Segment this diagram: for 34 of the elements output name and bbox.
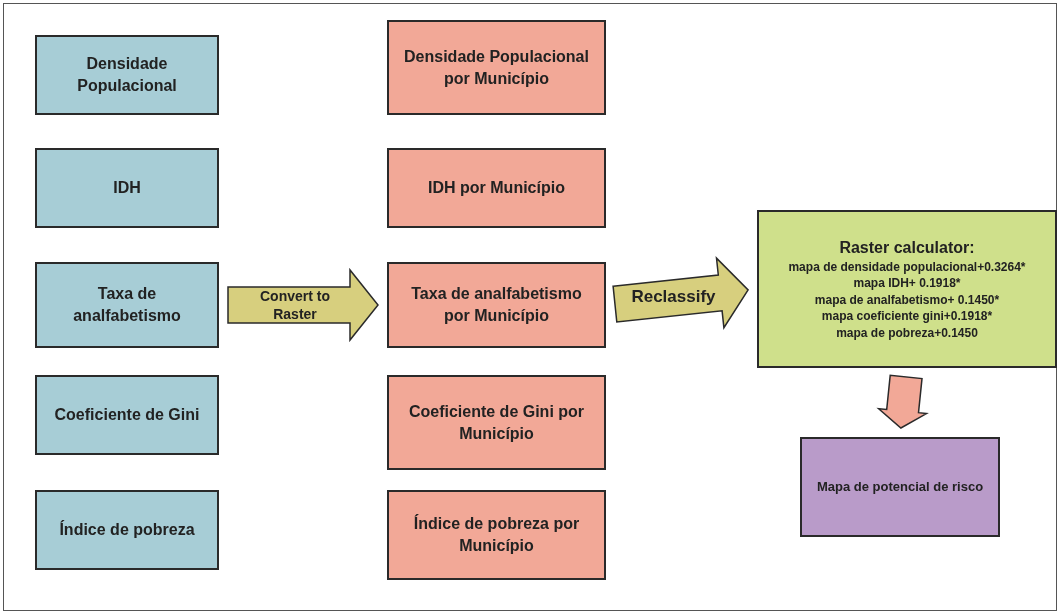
box-label: mapa IDH+ 0.1918* [853,275,961,292]
box-label: Densidade Populacional [76,54,178,96]
input-box [35,35,219,115]
raster-box [387,148,606,228]
calculator-box [757,210,1057,368]
box-label: Densidade Populacional por Município [403,46,590,89]
box-label: Índice de pobreza por Município [412,513,581,556]
box-label: mapa de analfabetismo+ 0.1450* [814,291,1000,309]
raster-box [387,20,606,115]
box-label: Mapa de potencial de risco [816,478,984,496]
input-box [35,262,219,348]
box-label: mapa de pobreza+0.1450 [836,324,978,342]
box-label: Taxa de analfabetismo por Município [410,284,583,326]
input-box [35,375,219,455]
box-label: Índice de pobreza [59,519,195,540]
box-label: Coeficiente de Gini por Município [407,401,586,444]
block-arrow [227,267,379,343]
box-label: IDH por Município [428,178,565,198]
input-box [35,148,219,228]
box-label: mapa coeficiente gini+0.1918* [821,308,993,325]
block-arrow [612,256,750,330]
edge-label: Convert to Raster [259,287,331,323]
box-label: IDH [113,178,141,198]
box-label: mapa de densidade populacional+0.3264* [788,258,1026,276]
raster-box [387,375,606,470]
input-box [35,490,219,570]
block-arrow [876,374,929,429]
raster-box [387,490,606,580]
box-label: Coeficiente de Gini [54,405,200,425]
box-label: Taxa de analfabetismo [72,284,182,326]
result-box [800,437,1000,537]
raster-box [387,262,606,348]
edge-label: Reclassify [631,286,716,308]
box-heading: Raster calculator: [839,237,975,258]
